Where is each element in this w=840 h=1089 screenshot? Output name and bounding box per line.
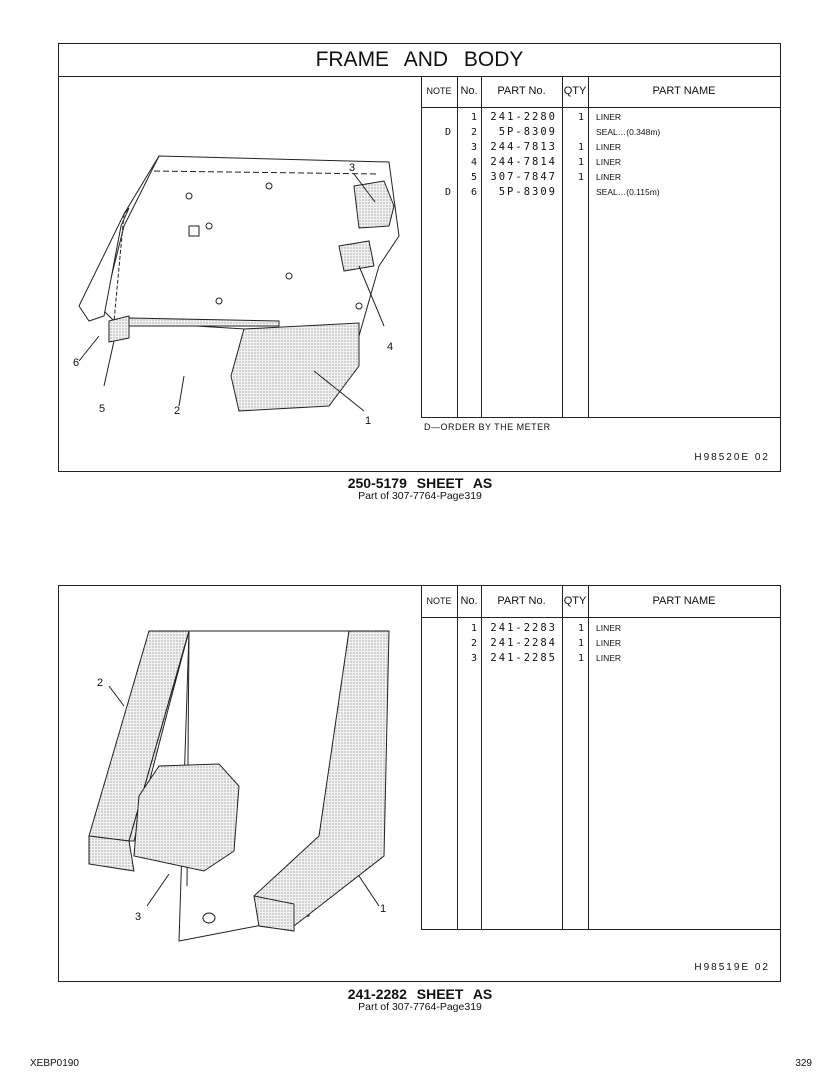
parts-illustration: 3 4 1 2 5 6 [59,76,422,471]
part-name: SEAL…(0.115m) [596,187,660,197]
table-header: NOTE No. PART No. QTY PART NAME [421,586,780,618]
part-item-no: 1 [470,623,477,634]
assembly-caption: 241-2282 SHEET AS [347,986,493,1002]
part-qty: 1 [577,172,584,183]
part-item-no: 4 [470,157,477,168]
illustration-code: H98520E 02 [694,452,770,463]
table-row: 4 244-7814 1 LINER [421,155,780,170]
parts-table: NOTE No. PART No. QTY PART NAME 1 241-228… [421,76,780,471]
table-footer: D—ORDER BY THE METER H98520E 02 [421,417,780,471]
header-part-name: PART NAME [652,85,716,97]
callout-2: 2 [174,405,180,417]
parts-table: NOTE No. PART No. QTY PART NAME 1 241-228… [421,586,780,981]
assembly-subcaption: Part of 307-7764-Page319 [358,1001,482,1013]
callout-1: 1 [380,903,386,915]
part-item-no: 5 [470,172,477,183]
callout-6: 6 [73,357,79,369]
table-row: 2 241-2284 1 LINER [421,636,780,651]
part-name: LINER [596,653,622,663]
part-name: LINER [596,142,622,152]
part-qty: 1 [577,112,584,123]
part-qty: 1 [577,638,584,649]
part-item-no: 6 [470,187,477,198]
table-header: NOTE No. PART No. QTY PART NAME [421,76,780,108]
part-qty: 1 [577,623,584,634]
part-number: 241-2285 [490,652,557,664]
part-item-no: 2 [470,638,477,649]
part-item-no: 3 [470,142,477,153]
header-note: NOTE [426,596,452,606]
document-id: XEBP0190 [30,1058,79,1069]
part-note: D [444,187,451,198]
part-number: 5P-8309 [498,126,557,138]
part-name: LINER [596,112,622,122]
part-number: 244-7814 [490,156,557,168]
callout-5: 5 [99,403,105,415]
table-row: 5 307-7847 1 LINER [421,170,780,185]
assembly-subcaption: Part of 307-7764-Page319 [358,490,482,502]
table-row: 1 241-2283 1 LINER [421,621,780,636]
table-row: D 2 5P-8309 SEAL…(0.348m) [421,125,780,140]
part-qty: 1 [577,653,584,664]
part-note: D [444,127,451,138]
part-name: LINER [596,172,622,182]
table-row: 3 241-2285 1 LINER [421,651,780,666]
part-name: LINER [596,638,622,648]
parts-illustration: 2 3 1 [59,586,422,981]
part-item-no: 2 [470,127,477,138]
header-part-no: PART No. [497,595,546,607]
part-name: SEAL…(0.348m) [596,127,661,137]
callout-3: 3 [135,911,141,923]
footnote: D—ORDER BY THE METER [424,422,551,432]
part-item-no: 1 [470,112,477,123]
part-name: LINER [596,623,622,633]
table-footer: H98519E 02 [421,929,780,981]
callout-1: 1 [365,415,371,427]
part-number: 244-7813 [490,141,557,153]
assembly-caption: 250-5179 SHEET AS [347,475,493,491]
table-row: 3 244-7813 1 LINER [421,140,780,155]
part-qty: 1 [577,142,584,153]
section-title: FRAME AND BODY [59,44,780,77]
part-number: 241-2280 [490,111,557,123]
header-no: No. [460,85,478,97]
part-number: 5P-8309 [498,186,557,198]
part-number: 307-7847 [490,171,557,183]
parts-section-frame-and-body: FRAME AND BODY [58,43,781,472]
callout-2: 2 [97,677,103,689]
part-item-no: 3 [470,653,477,664]
header-qty: QTY [563,595,587,607]
page-number: 329 [795,1058,812,1069]
sheet-assembly-drawing: 3 4 1 2 5 6 [73,155,400,427]
header-no: No. [460,595,478,607]
header-qty: QTY [563,85,587,97]
callout-3: 3 [349,162,355,174]
part-qty: 1 [577,157,584,168]
illustration-code: H98519E 02 [694,962,770,973]
callout-4: 4 [387,341,393,353]
part-name: LINER [596,157,622,167]
header-part-no: PART No. [497,85,546,97]
part-number: 241-2283 [490,622,557,634]
header-note: NOTE [426,86,452,96]
part-number: 241-2284 [490,637,557,649]
liner-assembly-drawing: 2 3 1 [88,630,390,942]
table-row: 1 241-2280 1 LINER [421,110,780,125]
table-row: D 6 5P-8309 SEAL…(0.115m) [421,185,780,200]
header-part-name: PART NAME [652,595,716,607]
